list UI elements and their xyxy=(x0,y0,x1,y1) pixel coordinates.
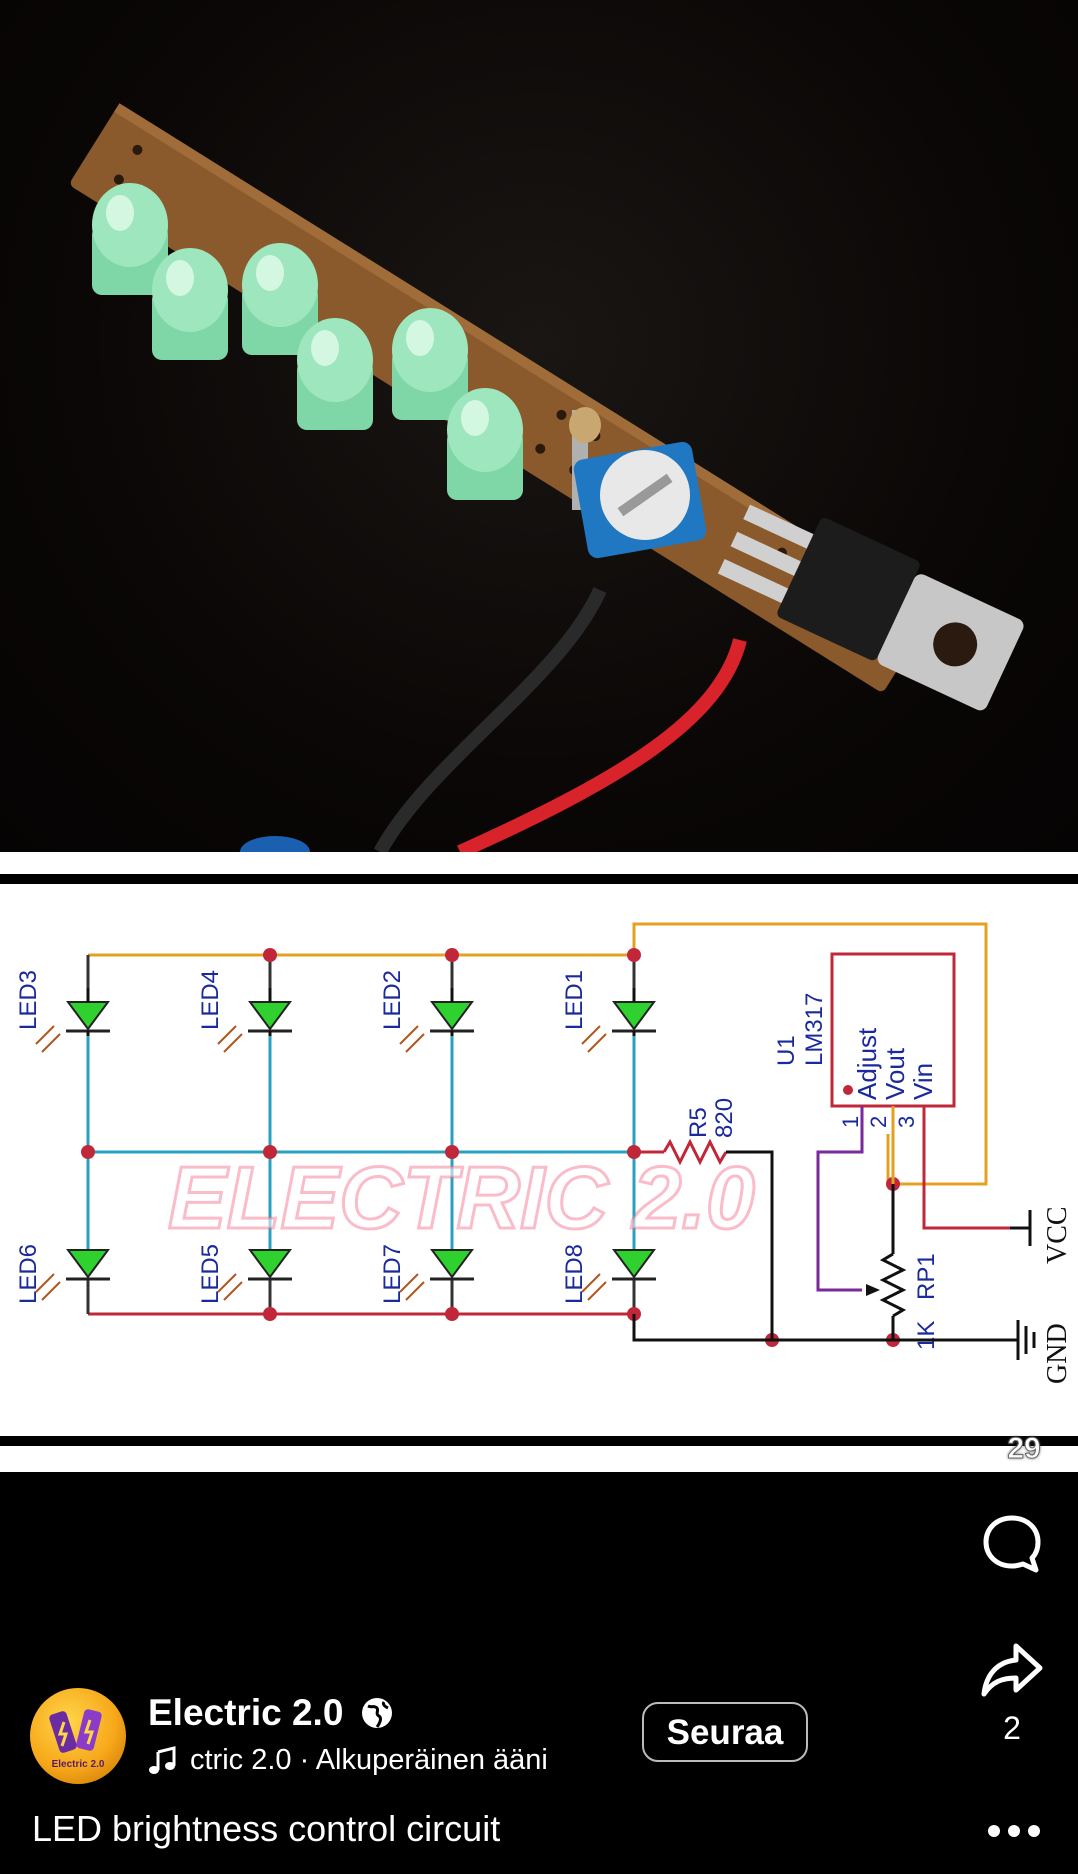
circuit-board-photo xyxy=(70,103,1024,852)
music-note-icon xyxy=(149,1746,176,1775)
post-photo[interactable] xyxy=(0,0,1078,852)
watermark-text: ELECTRIC 2.0 xyxy=(168,1148,755,1247)
led-label: LED3 xyxy=(15,970,42,1030)
battery-logo-icon xyxy=(49,1709,102,1753)
audio-label: ctric 2.0 · Alkuperäinen ääni xyxy=(190,1744,548,1776)
pin-number: 1 xyxy=(838,1116,863,1128)
led-label: LED7 xyxy=(379,1244,406,1304)
pin-number: 3 xyxy=(894,1116,919,1128)
led-label: LED6 xyxy=(15,1244,42,1304)
share-icon xyxy=(981,1643,1043,1697)
regulator-ref: U1 xyxy=(773,1035,800,1066)
pot-value: 1K xyxy=(913,1321,940,1350)
pin-vout: Vout xyxy=(880,1047,910,1100)
resistor-name: R5 xyxy=(685,1107,712,1138)
resistor-value: 820 xyxy=(711,1098,738,1138)
comment-icon xyxy=(983,1515,1041,1573)
post-caption[interactable]: LED brightness control circuit xyxy=(32,1808,501,1849)
comment-button[interactable] xyxy=(962,1512,1062,1576)
schematic-diagram: LED3 LED4 LED2 LED1 LED6 LED5 LED7 LED8 … xyxy=(15,922,1073,1384)
share-count: 2 xyxy=(1003,1710,1021,1746)
divider xyxy=(0,874,1078,884)
regulator-part: LM317 xyxy=(801,993,828,1066)
author-name[interactable]: Electric 2.0 xyxy=(148,1692,344,1733)
divider xyxy=(0,1436,1078,1446)
led-label: LED1 xyxy=(561,970,588,1030)
gnd-label: GND xyxy=(1042,1323,1073,1384)
share-button[interactable]: 2 xyxy=(962,1640,1062,1747)
led-label: LED4 xyxy=(197,970,224,1030)
author-row: Electric 2.0 Electric 2.0 ctric 2.0 · Al… xyxy=(30,1688,938,1784)
post-index: 29 xyxy=(1007,1432,1041,1466)
pot-name: RP1 xyxy=(913,1253,940,1300)
led-label: LED8 xyxy=(561,1244,588,1304)
pin-adjust: Adjust xyxy=(852,1027,882,1100)
vcc-label: VCC xyxy=(1042,1206,1073,1264)
more-dots-icon[interactable] xyxy=(984,1816,1044,1846)
globe-icon xyxy=(362,1698,392,1728)
avatar-label: Electric 2.0 xyxy=(51,1759,105,1770)
pin-number: 2 xyxy=(866,1116,891,1128)
led-label: LED5 xyxy=(197,1244,224,1304)
pin-vin: Vin xyxy=(908,1063,938,1100)
led-label: LED2 xyxy=(379,970,406,1030)
audio-row[interactable]: ctric 2.0 · Alkuperäinen ääni xyxy=(148,1744,548,1777)
avatar[interactable]: Electric 2.0 xyxy=(30,1688,126,1784)
follow-button[interactable]: Seuraa xyxy=(642,1702,808,1762)
